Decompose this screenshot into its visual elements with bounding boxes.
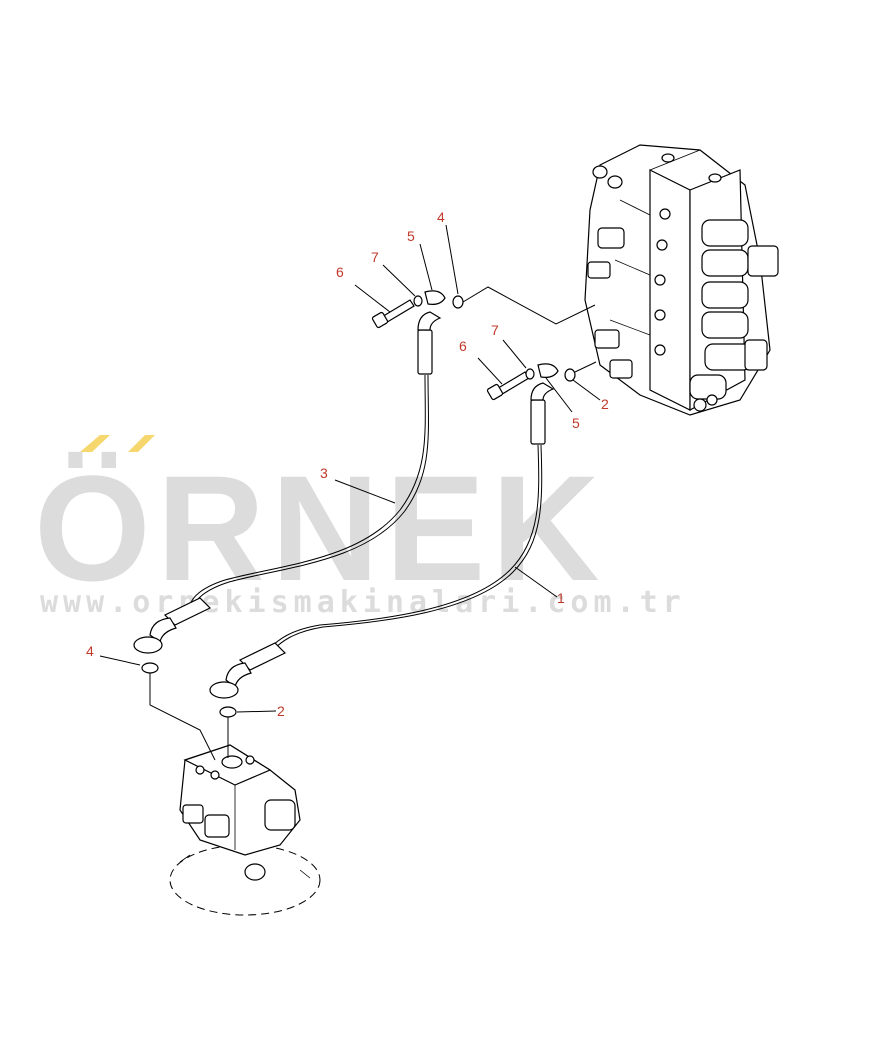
callout-2-upper: 2 — [601, 396, 609, 412]
watermark-accent-right — [128, 435, 155, 452]
o-ring-4-upper — [452, 295, 464, 309]
flange-5-lower — [537, 363, 559, 378]
swing-motor — [169, 744, 321, 916]
hose-3 — [133, 311, 442, 654]
callout-1: 1 — [557, 590, 565, 606]
hose-1 — [209, 382, 555, 699]
callout-6-lower: 6 — [459, 338, 467, 354]
callout-4-lower: 4 — [86, 643, 94, 659]
washer-7-upper — [413, 295, 423, 307]
o-ring-4-lower — [141, 662, 159, 674]
fittings-set-lower — [486, 361, 597, 401]
washer-7-lower — [525, 368, 535, 380]
callout-2-lower: 2 — [277, 703, 285, 719]
leader-lines — [99, 224, 601, 713]
callout-7-upper: 7 — [371, 249, 379, 265]
flange-5-upper — [424, 290, 446, 305]
o-ring-2-lower — [219, 706, 237, 718]
watermark-brand: ÖRNEK — [34, 444, 606, 612]
watermark: ÖRNEK www.ornekismakinalari.com.tr — [34, 435, 686, 620]
control-valve — [584, 144, 779, 416]
callout-4-upper: 4 — [437, 209, 445, 225]
bolt-6-lower — [486, 371, 530, 401]
callout-7-lower: 7 — [491, 322, 499, 338]
callout-5-lower: 5 — [572, 415, 580, 431]
watermark-accent-left — [80, 435, 110, 452]
watermark-url: www.ornekismakinalari.com.tr — [40, 585, 686, 620]
bolt-6-upper — [371, 299, 415, 329]
callout-3: 3 — [320, 465, 328, 481]
callout-5-upper: 5 — [407, 228, 415, 244]
fittings-set-upper — [371, 286, 596, 329]
o-ring-2-upper — [564, 368, 576, 382]
callout-labels: 6 7 5 4 7 6 5 2 3 1 4 2 — [86, 209, 609, 719]
callout-6-upper: 6 — [336, 264, 344, 280]
